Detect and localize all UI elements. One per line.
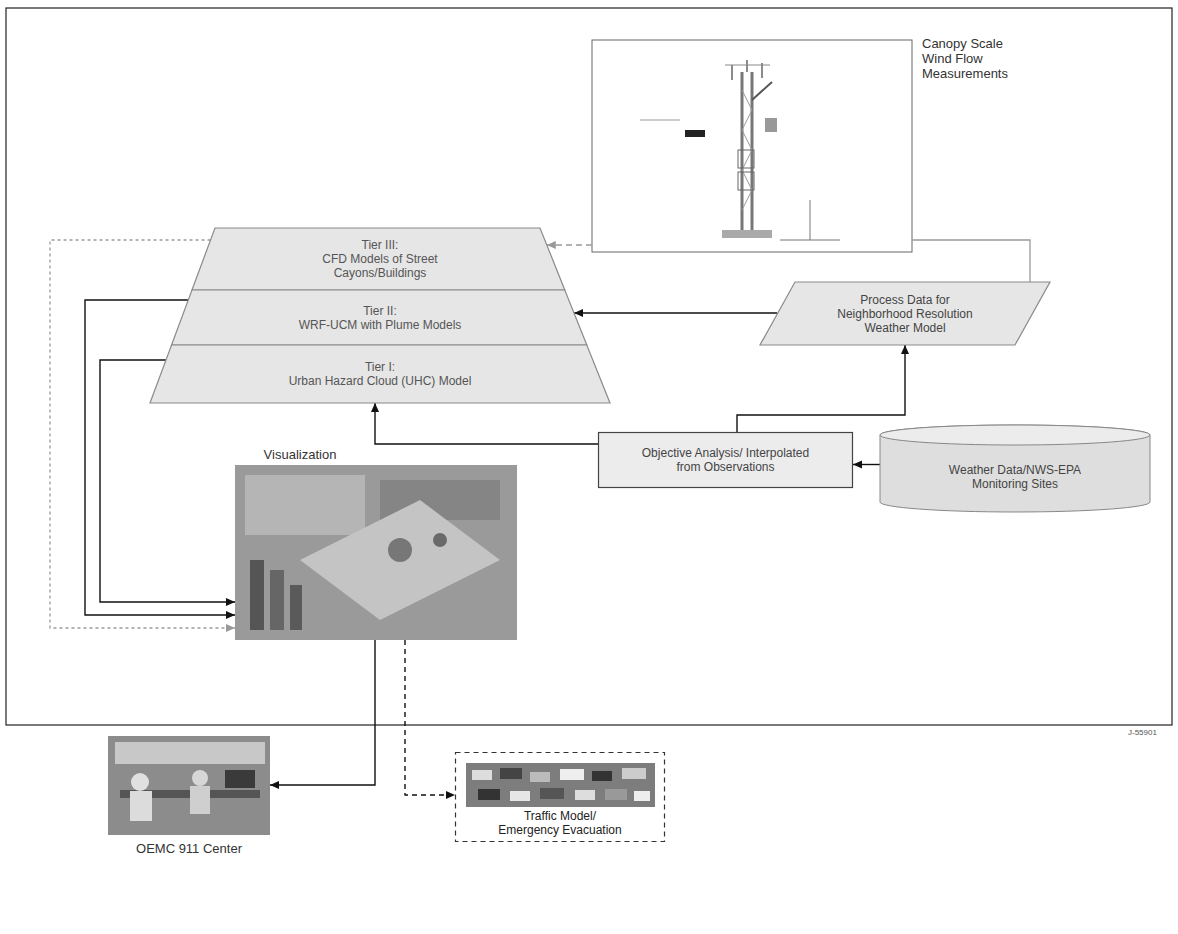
process-box: Objective Analysis/ Interpolated from Ob… xyxy=(598,432,853,488)
map-picture xyxy=(235,465,517,640)
node-text: Weather Data/NWS-EPA Monitoring Sites xyxy=(940,463,1090,491)
process-parallelogram: Process Data for Neighborhood Resolution… xyxy=(760,282,1050,345)
center-picture: OEMC 911 Center xyxy=(108,736,270,835)
visualization-picture-outline xyxy=(235,465,517,640)
node-text: Process Data for Neighborhood Resolution… xyxy=(835,293,975,335)
measurement-picture: Canopy Scale Wind Flow Measurements xyxy=(592,40,912,252)
tier-band: Tier I:Urban Hazard Cloud (UHC) Model xyxy=(150,345,610,403)
flow-arrow xyxy=(270,640,375,785)
flow-arrow xyxy=(375,403,598,444)
node-text: Traffic Model/ Emergency Evacuation xyxy=(495,809,625,837)
traffic-picture xyxy=(466,763,655,807)
center-picture-outline xyxy=(108,736,270,835)
dashed-box: Traffic Model/ Emergency Evacuation xyxy=(455,752,665,842)
flow-arrow xyxy=(547,244,592,245)
node-text: Visualization xyxy=(235,447,365,462)
node-text: OEMC 911 Center xyxy=(108,841,270,856)
flow-arrow xyxy=(574,312,777,313)
tier-heading: Tier I: xyxy=(365,360,395,374)
tower-picture xyxy=(592,40,912,252)
drawing-number: J-55901 xyxy=(1128,728,1157,737)
node-text: Objective Analysis/ Interpolated from Ob… xyxy=(636,446,816,474)
tier-heading: Tier II: xyxy=(363,304,397,318)
node-text: WRF-UCM with Plume Models xyxy=(299,318,462,332)
control-room-picture xyxy=(108,736,270,835)
tier-heading: Tier III: xyxy=(362,238,399,252)
node-text: CFD Models of Street Cayons/Buildings xyxy=(295,252,465,280)
tier-band: Tier III:CFD Models of Street Cayons/Bui… xyxy=(150,228,610,290)
database-cylinder: Weather Data/NWS-EPA Monitoring Sites xyxy=(880,425,1150,512)
tier-band: Tier II:WRF-UCM with Plume Models xyxy=(150,290,610,345)
flow-arrow xyxy=(853,464,880,465)
node-text: Urban Hazard Cloud (UHC) Model xyxy=(289,374,472,388)
flow-arrow xyxy=(737,345,905,432)
flow-arrow xyxy=(912,240,1030,282)
flow-arrow xyxy=(405,640,455,795)
measurement-picture-outline xyxy=(592,40,912,252)
node-text: Canopy Scale Wind Flow Measurements xyxy=(922,36,1017,81)
visualization-picture: Visualization xyxy=(235,465,517,640)
